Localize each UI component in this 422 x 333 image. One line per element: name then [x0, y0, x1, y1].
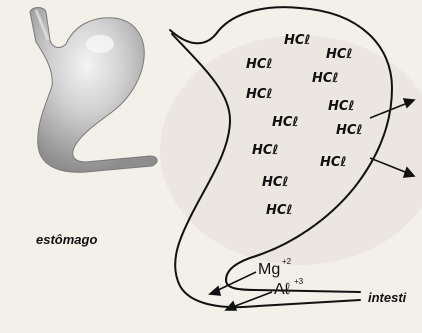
- magnesium-symbol: Mg: [258, 261, 280, 278]
- acid-label: HCℓ: [262, 175, 289, 190]
- acid-label: HCℓ: [246, 87, 273, 102]
- aluminum-ion-label: Aℓ: [274, 281, 290, 298]
- aluminum-charge: +3: [294, 277, 304, 286]
- acid-label: HCℓ: [312, 71, 339, 86]
- acid-label: HCℓ: [320, 155, 347, 170]
- acid-label: HCℓ: [266, 203, 293, 218]
- acid-label: HCℓ: [326, 47, 353, 62]
- magnesium-ion-label: Mg: [258, 261, 280, 278]
- magnesium-charge: +2: [282, 257, 292, 266]
- stomach-illustration: [30, 8, 157, 173]
- background-glow: [160, 35, 422, 265]
- intestine-caption: intesti: [368, 290, 407, 305]
- acid-label: HCℓ: [328, 99, 355, 114]
- acid-label: HCℓ: [336, 123, 363, 138]
- acid-label: HCℓ: [246, 57, 273, 72]
- stomach-caption: estômago: [36, 232, 97, 247]
- acid-label: HCℓ: [272, 115, 299, 130]
- acid-label: HCℓ: [252, 143, 279, 158]
- acid-label: HCℓ: [284, 33, 311, 48]
- aluminum-symbol: Aℓ: [274, 281, 290, 298]
